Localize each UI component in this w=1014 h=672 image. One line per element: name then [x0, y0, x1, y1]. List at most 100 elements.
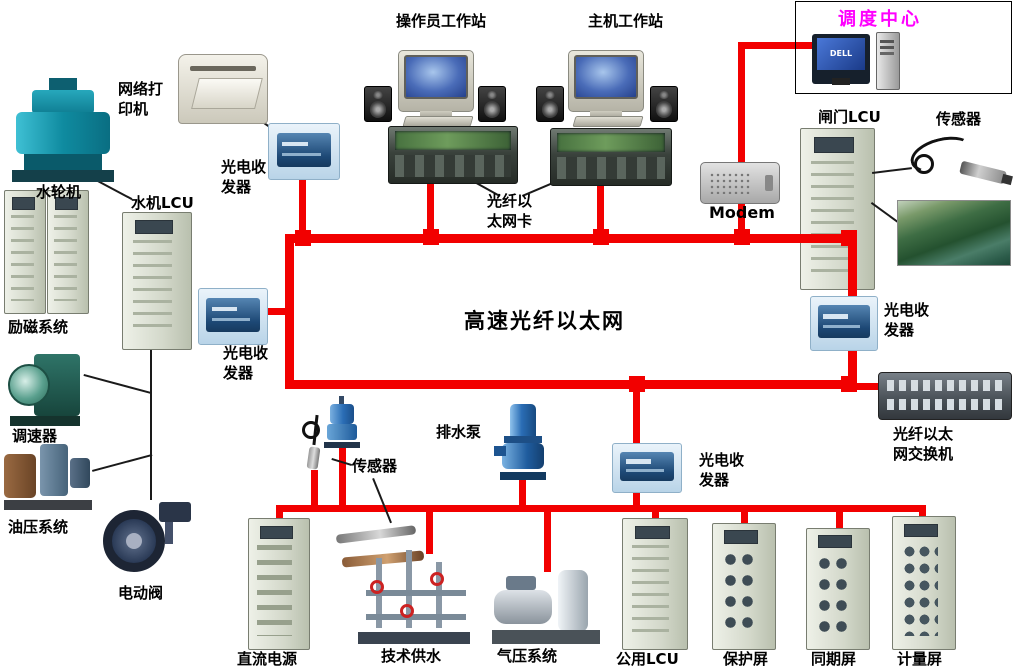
label-water-turbine: 水轮机 [36, 183, 82, 201]
small-pump-image [322, 396, 362, 450]
transceiver-2 [198, 288, 268, 345]
dam-photo [897, 200, 1011, 266]
connector-gatelcu-sensor [872, 167, 912, 174]
label-air-pressure: 气压系统 [497, 647, 558, 665]
dispatch-center-box [795, 1, 1012, 94]
dc-power-cabinet [248, 518, 310, 650]
label-electric-valve: 电动阀 [118, 584, 164, 602]
label-line: 发器 [884, 320, 915, 339]
speaker-icon [536, 86, 564, 122]
drain-pump-image [494, 404, 552, 482]
label-transceiver-3: 光电收 发器 [884, 301, 929, 340]
label-line: 光纤以 [487, 192, 533, 210]
excitation-cabinet-2 [47, 190, 89, 314]
bus-junction [841, 230, 857, 246]
bus-junction [734, 229, 750, 245]
link-transceiver1 [299, 178, 306, 236]
label-line: 光电收 [699, 451, 745, 469]
label-turbine-lcu: 水机LCU [131, 194, 194, 212]
speaker-icon [650, 86, 678, 122]
drop-metering [919, 505, 926, 518]
gate-lcu-cabinet [800, 128, 875, 290]
bus-junction [295, 230, 311, 246]
water-turbine-image [12, 78, 114, 182]
link-dispatch-horizontal [738, 42, 812, 49]
label-line: 光电收 [221, 158, 267, 176]
label-drain-pump: 排水泵 [436, 423, 482, 441]
monitor-screen [574, 54, 638, 99]
modem-image [700, 162, 780, 204]
label-line: 光电收 [884, 301, 930, 319]
sensor-top-image [906, 128, 1013, 206]
transceiver-1 [268, 123, 340, 180]
fiber-card-rack-2 [550, 128, 672, 186]
fiber-card-rack-1 [388, 126, 518, 184]
label-host-workstation: 主机工作站 [588, 12, 664, 30]
metering-cabinet [892, 516, 956, 650]
label-common-lcu: 公用LCU [616, 650, 679, 668]
label-operator-workstation: 操作员工作站 [396, 12, 487, 30]
label-governor: 调速器 [12, 427, 58, 445]
label-line: 发器 [221, 177, 252, 196]
bus-junction [593, 229, 609, 245]
label-line: 发器 [699, 470, 730, 489]
label-modem: Modem [709, 203, 775, 222]
sync-cabinet [806, 528, 870, 650]
label-transceiver-1: 光电收 发器 [221, 158, 266, 197]
label-line: 太网卡 [487, 211, 533, 230]
drop-sync [836, 505, 843, 530]
common-lcu-cabinet [622, 518, 688, 650]
label-fiber-switch: 光纤以太 网交换机 [893, 425, 953, 464]
link-dispatch-vertical [738, 42, 745, 236]
label-transceiver-2: 光电收 发器 [223, 344, 268, 383]
label-oil-pressure: 油压系统 [8, 518, 69, 536]
drop-air-pressure [544, 510, 551, 572]
label-excitation: 励磁系统 [8, 318, 69, 336]
host-monitor [568, 50, 644, 120]
transceiver-3 [810, 296, 878, 351]
protection-cabinet [712, 523, 776, 650]
monitor-screen [404, 54, 468, 99]
connector-lcu-valve [150, 350, 152, 500]
keyboard-icon [572, 116, 644, 127]
drop-common-lcu [652, 505, 659, 520]
dell-screen: DELL [817, 38, 865, 70]
drop-tech-water [426, 510, 433, 554]
air-compressor-image [492, 568, 604, 646]
label-sensor-top: 传感器 [936, 110, 982, 128]
link-rack1 [427, 182, 434, 236]
excitation-cabinet-1 [4, 190, 46, 314]
label-line: 发器 [223, 363, 254, 382]
connector-turbine-lcu [97, 180, 133, 201]
speaker-icon [478, 86, 506, 122]
drop-dc-power [276, 505, 283, 520]
bus-junction [629, 376, 645, 392]
electric-valve-image [95, 498, 195, 578]
label-ethernet-bus: 高速光纤以太网 [464, 309, 625, 333]
fiber-switch-image [878, 372, 1012, 420]
turbine-lcu-cabinet [122, 212, 192, 350]
drop-protection [741, 505, 748, 525]
connector-lcu-oil [92, 453, 153, 472]
ethernet-bus-bottom [285, 380, 857, 389]
link-transceiver4-up [633, 387, 640, 445]
label-protection: 保护屏 [723, 650, 769, 668]
bus-junction [423, 229, 439, 245]
drop-small-pump [339, 448, 346, 507]
operator-monitor [398, 50, 474, 120]
label-dc-power: 直流电源 [237, 650, 298, 668]
label-transceiver-4: 光电收 发器 [699, 451, 744, 490]
drop-drain-pump [519, 480, 526, 507]
oil-pressure-image [4, 438, 92, 516]
link-transceiver2 [265, 308, 289, 315]
connector-gatelcu-photo [870, 202, 900, 224]
connector-lcu-governor [83, 374, 152, 395]
label-line: 网络打 [118, 80, 164, 98]
bus-junction [841, 376, 857, 392]
link-rack2 [597, 184, 604, 236]
cable-sensor-image [294, 414, 336, 473]
network-printer-image [178, 54, 268, 124]
label-metering: 计量屏 [897, 650, 943, 668]
label-sensor-bottom: 传感器 [352, 457, 398, 475]
